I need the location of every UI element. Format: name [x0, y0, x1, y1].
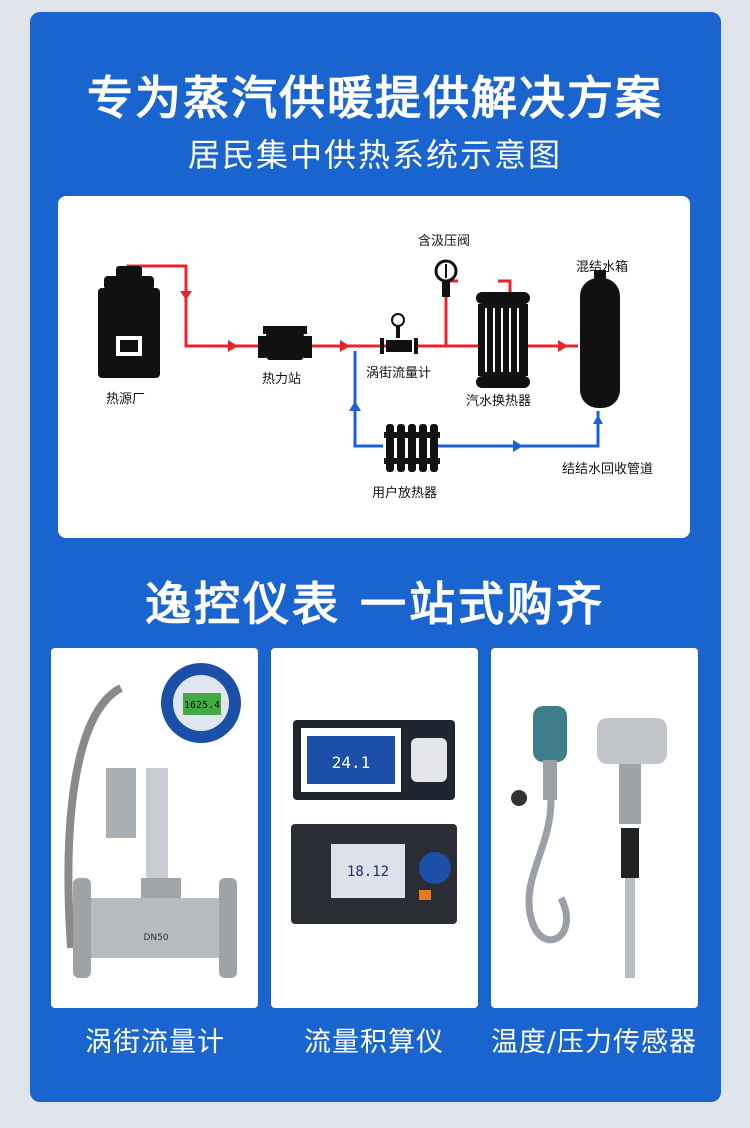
label-condensate-tank: 混结水箱 — [576, 260, 629, 275]
heat-exchanger-icon — [476, 292, 530, 388]
product-card-sensors[interactable] — [491, 648, 698, 1008]
radiator-icon — [384, 424, 440, 472]
flow-totalizer-icon: 24.1 18.12 — [291, 720, 457, 924]
pressure-valve-icon — [434, 259, 458, 297]
vortex-meter-icon — [380, 313, 418, 354]
return-arrows — [349, 401, 603, 452]
label-heat-station: 热力站 — [262, 372, 302, 387]
page-subtitle: 居民集中供热系统示意图 — [187, 136, 562, 174]
heat-plant-icon — [98, 266, 160, 378]
section-heading: 逸控仪表 一站式购齐 — [144, 577, 605, 631]
label-vortex-meter: 涡街流量计 — [366, 366, 432, 381]
diagram-graphic — [98, 259, 620, 472]
totalizer-display-2: 18.12 — [347, 864, 389, 880]
vortex-flowmeter-icon: 1625.4 DN50 — [64, 663, 241, 978]
condensate-tank-icon — [580, 270, 620, 408]
label-condensate-return: 结结水回收管道 — [562, 462, 654, 477]
product-card-vortex-flowmeter[interactable]: 1625.4 DN50 — [51, 648, 258, 1008]
label-heat-plant: 热源厂 — [106, 392, 146, 407]
page-title: 专为蒸汽供暖提供解决方案 — [87, 71, 663, 125]
label-pressure-valve: 含汲压阀 — [418, 234, 471, 249]
product-card-flow-totalizer[interactable]: 24.1 18.12 — [271, 648, 478, 1008]
product-label-sensors: 温度/压力传感器 — [490, 1027, 698, 1058]
product-label-flow-totalizer: 流量积算仪 — [304, 1027, 444, 1058]
supply-arrows — [180, 291, 568, 352]
heat-station-icon — [258, 326, 312, 360]
heating-system-diagram: 热源厂 热力站 涡街流量计 含汲压阀 汽水换热器 混结水箱 结结水回收管道 用户… — [58, 196, 690, 538]
flowmeter-display-text: 1625.4 — [184, 700, 220, 711]
totalizer-display-1: 24.1 — [332, 753, 371, 772]
label-user-radiator: 用户放热器 — [372, 486, 438, 501]
pressure-temperature-sensor-icon — [511, 706, 667, 978]
label-heat-exchanger: 汽水换热器 — [466, 394, 532, 409]
product-label-vortex-flowmeter: 涡街流量计 — [85, 1027, 225, 1058]
flowmeter-size-label: DN50 — [143, 933, 168, 943]
